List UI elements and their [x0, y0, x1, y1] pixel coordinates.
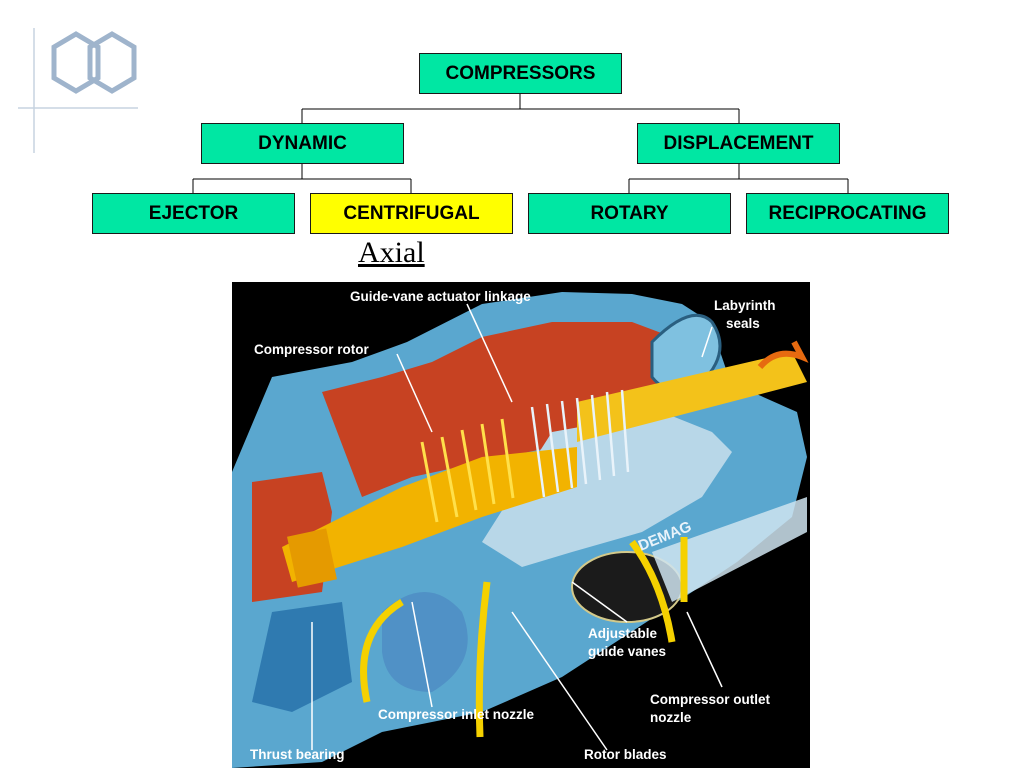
node-compressors: COMPRESSORS: [419, 53, 622, 94]
label-adjustable-1: Adjustable: [588, 626, 658, 641]
label-thrust-bearing: Thrust bearing: [250, 747, 345, 762]
label-compressor-rotor: Compressor rotor: [254, 342, 370, 357]
axial-label: Axial: [358, 236, 425, 269]
node-ejector: EJECTOR: [92, 193, 295, 234]
label-guide-vane-actuator: Guide-vane actuator linkage: [350, 289, 531, 304]
rotor-illustration: [282, 352, 807, 588]
hexagon-logo-icon: [18, 28, 138, 153]
node-dynamic: DYNAMIC: [201, 123, 404, 164]
label-adjustable-2: guide vanes: [588, 644, 666, 659]
node-reciprocating: RECIPROCATING: [746, 193, 949, 234]
label-labyrinth-2: seals: [726, 316, 760, 331]
airflow-arrows: [360, 537, 688, 738]
node-displacement: DISPLACEMENT: [637, 123, 840, 164]
label-rotor-blades: Rotor blades: [584, 747, 667, 762]
label-inlet-nozzle: Compressor inlet nozzle: [378, 707, 535, 722]
label-outlet-2: nozzle: [650, 710, 692, 725]
label-labyrinth-1: Labyrinth: [714, 298, 776, 313]
node-rotary: ROTARY: [528, 193, 731, 234]
node-centrifugal: CENTRIFUGAL: [310, 193, 513, 234]
label-outlet-1: Compressor outlet: [650, 692, 771, 707]
axial-compressor-cutaway: Guide-vane actuator linkage Labyrinth se…: [232, 282, 810, 768]
